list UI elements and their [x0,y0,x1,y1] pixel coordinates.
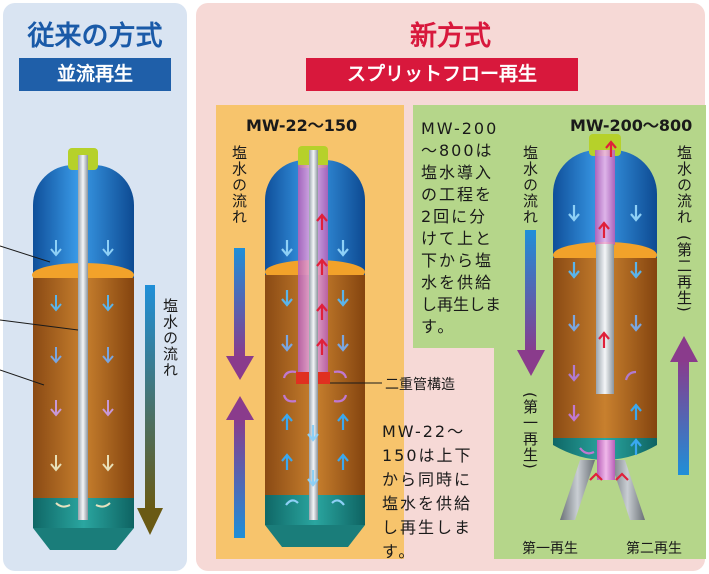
mw22-flow-label: 塩水の流れ [230,145,248,225]
mw22-note-line: MW-22〜 [382,422,466,441]
conventional-flow-label: 塩水の流れ [161,298,179,378]
second-regeneration-label: 第二再生 [626,541,682,557]
conventional-down-arrows [50,240,114,508]
mw200-flow-label-left: 塩水の流れ [521,145,539,225]
mw200-note-line: 2回に分 [421,207,488,226]
mw200-note-line: 〜800は [421,141,494,160]
mw200-note-line: す。 [421,317,456,336]
mw22-note-line: 150は上下 [382,446,473,465]
mw200-note-line: 水を供給 [421,273,494,292]
mw200-arrows [568,140,642,481]
mw200-note-line: MW-200 [421,119,499,138]
mw200-note: MW-200 〜800は 塩水導入 の工程を 2回に分 けて上と 下から塩 水を… [421,118,513,338]
mw22-flow-arrows [226,248,254,538]
conventional-flow-arrow [137,285,163,535]
mw22-arrows [281,213,349,506]
mw200-flow-label-right: 塩水の流れ [675,145,693,225]
mw200-note-line: 下から塩 [421,251,494,270]
mw22-note: MW-22〜 150は上下 から同時に 塩水を供給 し再生しま す。 [382,420,494,564]
mw22-title: MW-22〜150 [246,116,358,135]
mw200-note-line: し再生しま [421,295,502,314]
conventional-tank [32,148,134,550]
mw22-note-line: す。 [382,542,417,561]
mw200-title: MW-200〜800 [570,116,693,135]
mw200-note-line: の工程を [421,185,494,204]
mw200-note-line: 塩水導入 [421,163,494,182]
mw200-note-line: けて上と [421,229,494,248]
mw22-tank [265,146,365,547]
first-regeneration-vertical-label: (第一再生) [521,392,539,470]
second-regeneration-vertical-label: (第二再生) [675,235,693,313]
double-pipe-label: 二重管構造 [385,377,455,393]
conventional-leader-lines [0,245,79,386]
first-regeneration-label: 第一再生 [522,541,578,557]
mw22-note-line: 塩水を供給 [382,494,473,513]
conventional-title: 従来の方式 [27,21,163,52]
mw200-flow-arrows [517,230,698,475]
cocurrent-regeneration-label: 並流再生 [19,58,171,91]
panel-notch [404,348,494,559]
split-flow-regeneration-label: スプリットフロー再生 [306,58,578,91]
new-method-title: 新方式 [410,21,491,52]
mw200-tank [553,134,657,520]
mw22-note-line: し再生しま [382,518,473,537]
mw22-note-line: から同時に [382,470,473,489]
